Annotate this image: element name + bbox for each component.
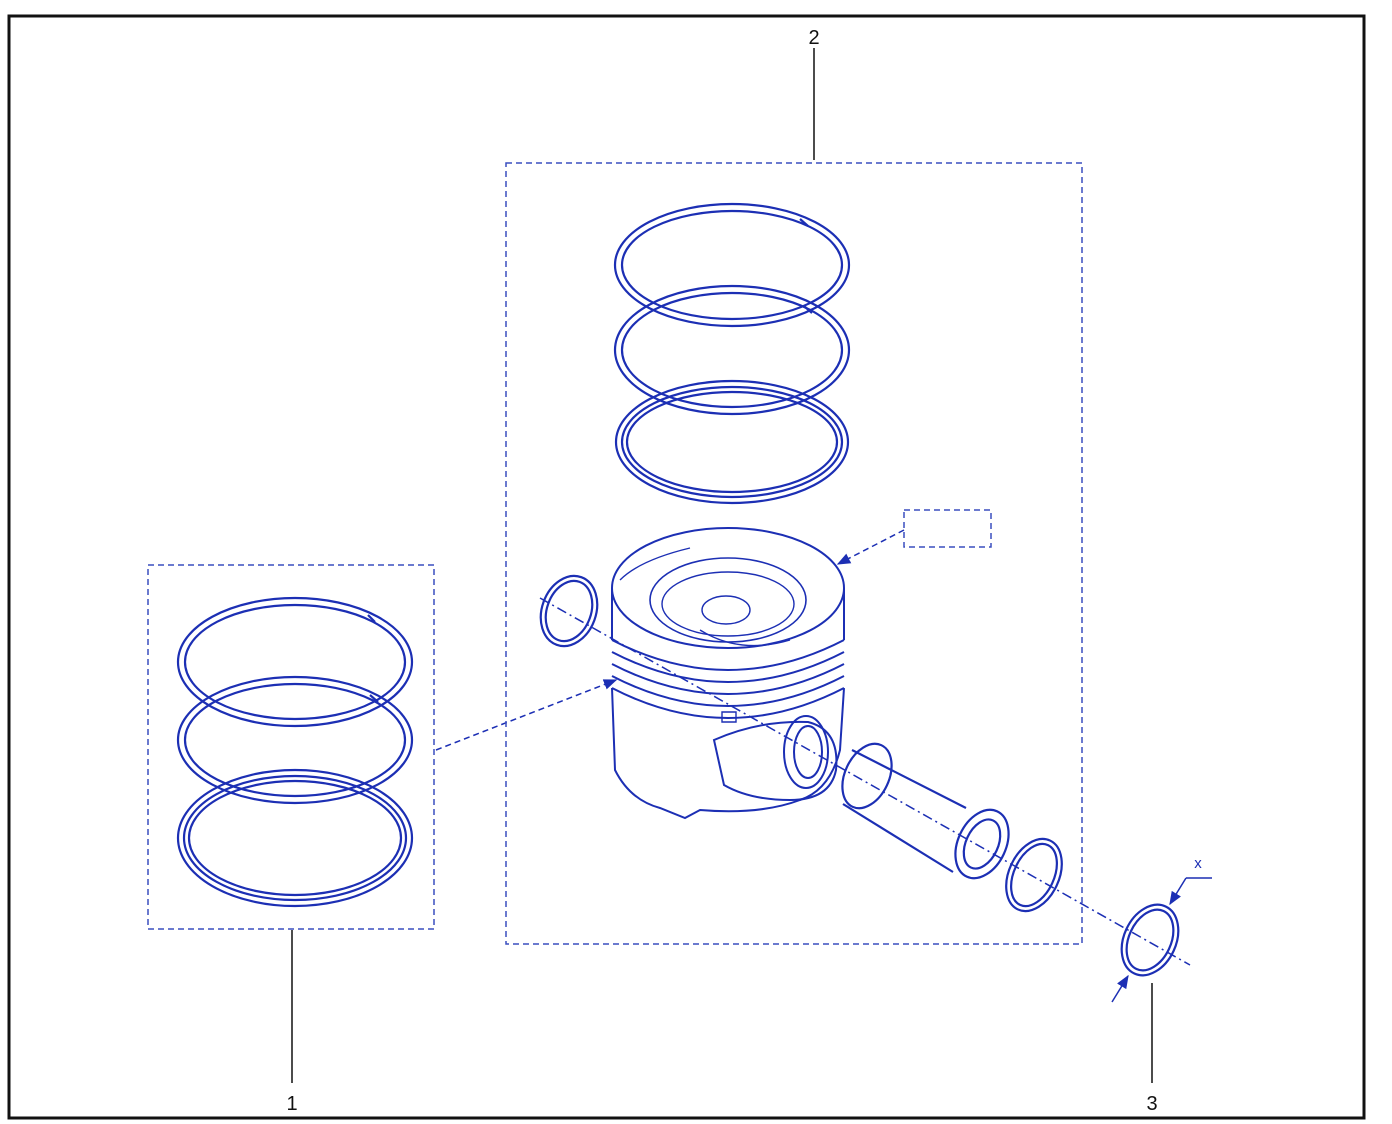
second-ring [176,675,414,805]
part-number-placeholder-box [903,509,992,548]
left-circlip [539,574,599,648]
ring-set-group-box [147,564,435,930]
assembly-ring-set [613,202,851,505]
drawing-border [7,14,1366,1120]
pin-axis-line [539,597,1191,966]
oil-ring [176,768,414,908]
assembly-top-ring [613,202,851,328]
dimension-label: x [1194,855,1202,872]
dimension-arrow-bottom [1111,974,1129,1003]
piston-assembly-group-box [505,162,1083,945]
piston [611,527,845,820]
right-circlip [1005,837,1063,913]
callout-3-label: 3 [1146,1093,1157,1115]
callout-2-label: 2 [808,27,819,49]
dimension-arrow-top [1169,877,1187,906]
piston-pin [841,742,1010,880]
snap-ring [1120,903,1180,977]
piston-ring-set [176,596,414,908]
top-ring [176,596,414,728]
callout-1-label: 1 [286,1093,297,1115]
ring-assembly-arrow [435,679,618,751]
assembly-oil-ring [614,379,850,505]
assembly-second-ring [613,284,851,416]
piston-marking-arrow [836,529,905,565]
